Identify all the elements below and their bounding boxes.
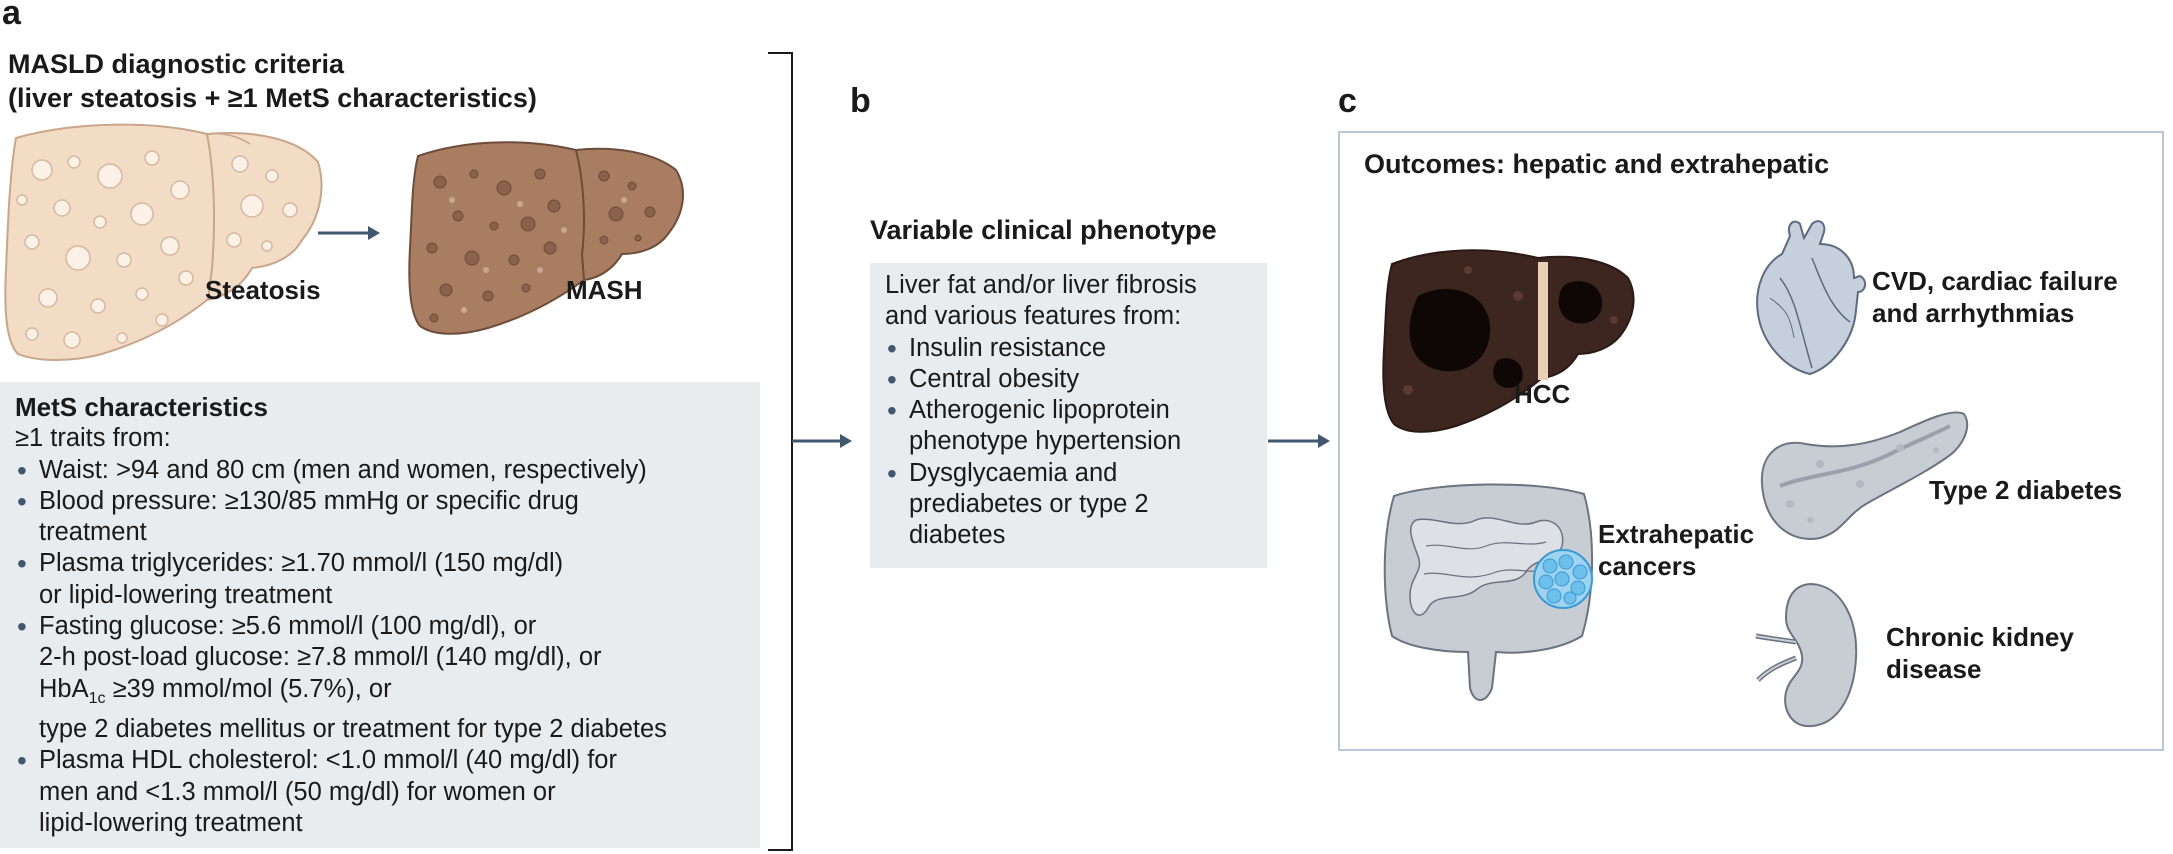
phenotype-list: Insulin resistance Central obesity Ather… <box>885 333 1265 552</box>
outcomes-box <box>1338 131 2164 751</box>
chronic-kidney-disease-label: Chronic kidney disease <box>1886 622 2074 684</box>
mash-label: MASH <box>566 275 643 305</box>
mets-item-glucose: Fasting glucose: ≥5.6 mmol/l (100 mg/dl)… <box>15 611 755 745</box>
panel-b-title: Variable clinical phenotype <box>870 215 1217 245</box>
pancreas-icon <box>1760 411 1969 540</box>
type2-diabetes-label: Type 2 diabetes <box>1929 475 2123 505</box>
liver-mash-icon <box>408 141 684 335</box>
panel-b-letter: b <box>850 82 871 120</box>
steatosis-label: Steatosis <box>205 275 321 305</box>
mets-item-triglycerides: Plasma triglycerides: ≥1.70 mmol/l (150 … <box>15 548 755 611</box>
mets-box: MetS characteristics ≥1 traits from: Wai… <box>0 382 760 848</box>
arrow-right-icon <box>318 226 380 240</box>
phenotype-item: Insulin resistance <box>885 333 1265 364</box>
hba1c-line: HbA1c ≥39 mmol/mol (5.7%), or <box>39 674 392 707</box>
mets-list: Waist: >94 and 80 cm (men and women, res… <box>15 455 755 840</box>
panel-a-letter: a <box>2 0 21 32</box>
phenotype-box: Liver fat and/or liver fibrosis and vari… <box>870 263 1267 568</box>
panel-a-title: MASLD diagnostic criteria (liver steatos… <box>8 47 537 115</box>
panel-c-letter: c <box>1338 82 1357 120</box>
bracket-a <box>768 52 793 851</box>
kidney-icon <box>1755 582 1858 728</box>
mets-heading: MetS characteristics <box>15 392 268 422</box>
tumor-icon <box>1533 549 1593 609</box>
extrahepatic-cancers-label: Extrahepatic cancers <box>1598 519 1755 581</box>
panel-a-title-line2: (liver steatosis + ≥1 MetS characteristi… <box>8 83 537 113</box>
mets-intro: ≥1 traits from: <box>15 424 171 453</box>
mets-item-hdl: Plasma HDL cholesterol: <1.0 mmol/l (40 … <box>15 745 755 839</box>
cvd-label: CVD, cardiac failure and arrhythmias <box>1872 266 2118 328</box>
phenotype-item: Central obesity <box>885 364 1265 395</box>
mets-item-waist: Waist: >94 and 80 cm (men and women, res… <box>15 455 755 486</box>
hcc-label: HCC <box>1514 379 1571 409</box>
liver-hcc-icon <box>1382 249 1635 433</box>
arrow-right-icon <box>1268 434 1330 448</box>
mets-item-blood-pressure: Blood pressure: ≥130/85 mmHg or specific… <box>15 486 755 549</box>
panel-a-title-line1: MASLD diagnostic criteria <box>8 49 345 79</box>
intestine-icon <box>1383 483 1594 701</box>
panel-c-title: Outcomes: hepatic and extrahepatic <box>1364 149 1830 179</box>
arrow-right-icon <box>792 434 852 448</box>
heart-icon <box>1756 220 1866 376</box>
liver-steatosis-icon <box>4 123 323 361</box>
